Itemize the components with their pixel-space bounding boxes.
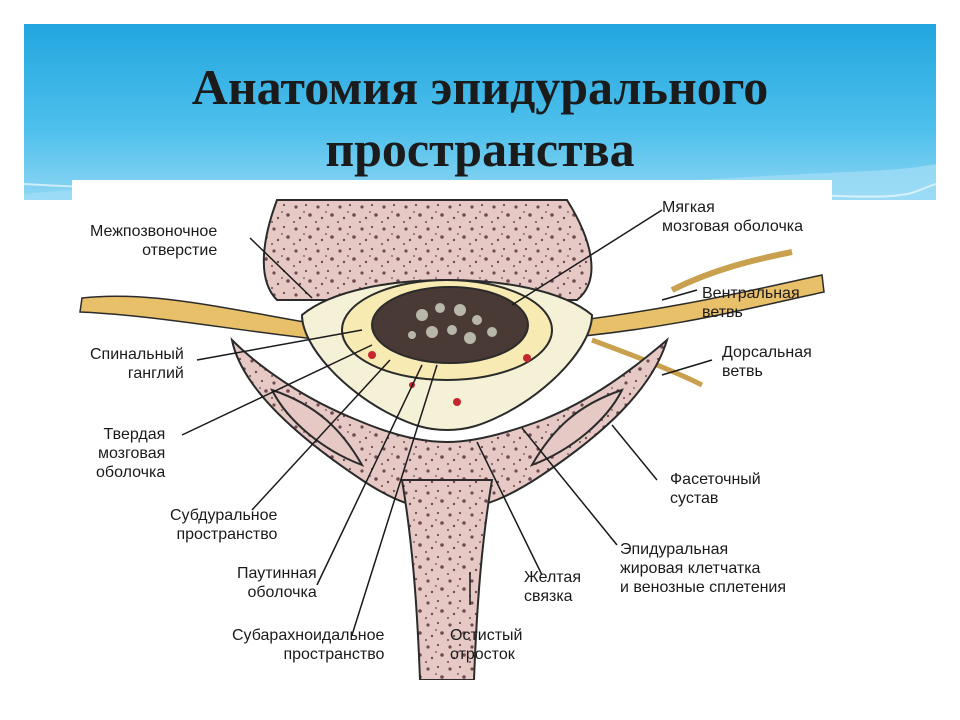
slide-title-line-1: Анатомия эпидурального xyxy=(191,59,769,115)
left-facet-joint xyxy=(270,388,365,467)
slide-title-line-2: пространства xyxy=(325,121,635,177)
label-subdural-space: Субдуральное пространство xyxy=(170,507,278,543)
label-arachnoid: Паутинная оболочка xyxy=(237,565,317,601)
venous-plexus xyxy=(453,398,461,406)
label-spinous-process: Остистый отросток xyxy=(450,627,523,663)
label-dorsal-ramus: Дорсальная ветвь xyxy=(722,344,812,380)
spinous-process xyxy=(400,479,494,680)
label-pia-mater: Мягкая мозговая оболочка xyxy=(662,199,804,235)
label-dura-mater: Твердая мозговая оболочка xyxy=(96,426,166,481)
leader-lines xyxy=(181,209,713,636)
label-subarachnoid-space: Субарахноидальное пространство xyxy=(232,627,385,663)
anatomy-figure: Межпозвоночное отверстие Спинальный ганг… xyxy=(72,180,832,680)
label-ventral-ramus: Вентральная ветвь xyxy=(702,285,800,321)
spinal-cord xyxy=(371,286,529,364)
venous-plexus xyxy=(523,354,531,362)
left-nerve-root xyxy=(79,295,325,341)
venous-plexus xyxy=(368,351,376,359)
cord-fibres xyxy=(408,303,497,344)
right-ventral-branch xyxy=(670,249,793,293)
slide-title: Анатомия эпидурального пространства xyxy=(24,56,936,180)
label-intervertebral-foramen: Межпозвоночное отверстие xyxy=(90,223,218,259)
vertebral-body xyxy=(262,199,593,301)
label-ligamentum-flavum: Желтая связка xyxy=(524,569,581,605)
label-facet-joint: Фасеточный сустав xyxy=(670,471,761,507)
label-epidural-fat: Эпидуральная жировая клетчатка и венозны… xyxy=(620,541,787,596)
right-facet-joint xyxy=(529,388,624,467)
vertebra-cross-section xyxy=(79,199,825,680)
label-spinal-ganglion: Спинальный ганглий xyxy=(90,346,184,382)
